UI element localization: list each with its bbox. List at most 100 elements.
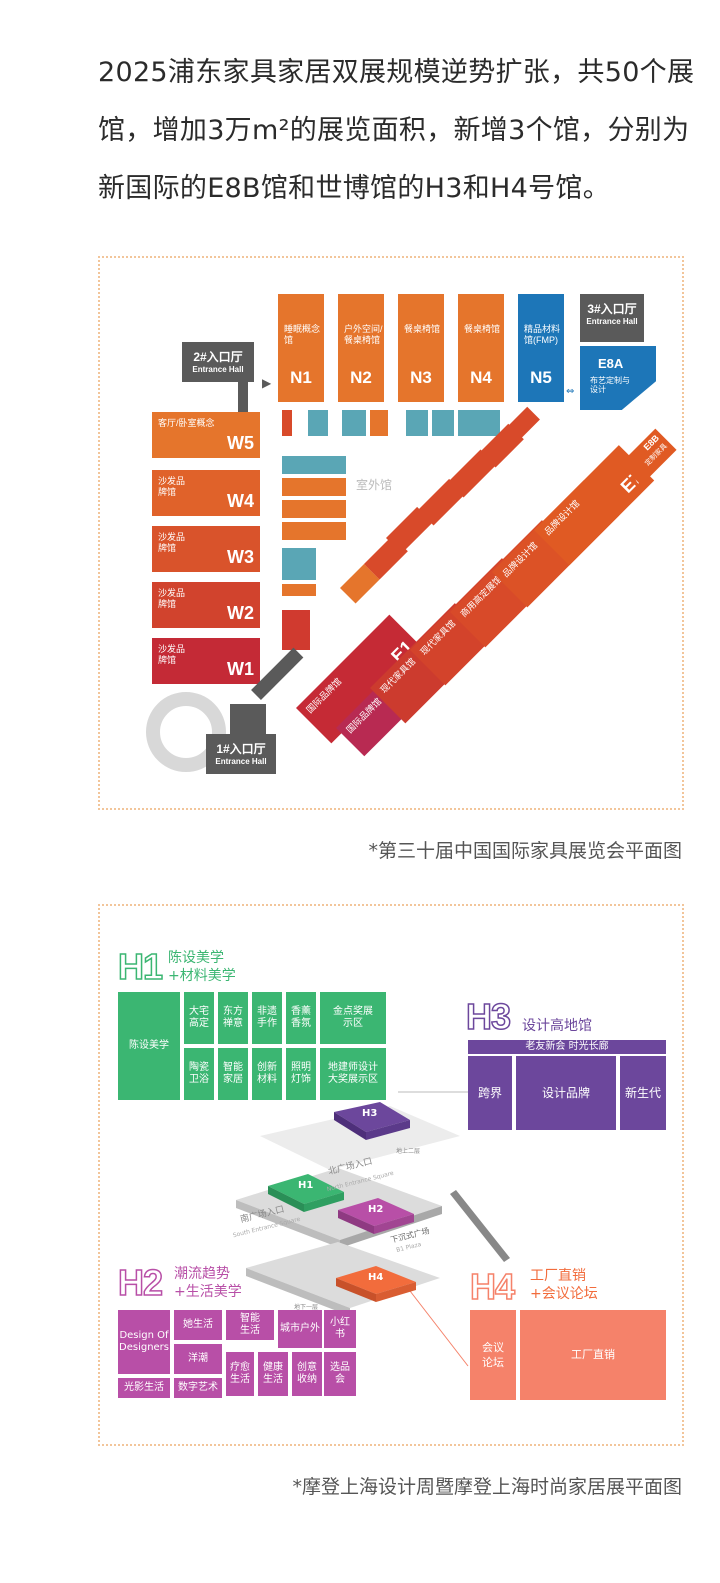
hall-w4[interactable]: 沙发品牌馆 W4 [152, 470, 260, 516]
hall-e1-name: 国际品牌馆 [304, 676, 344, 716]
h1-cell-4[interactable]: 香薰香氛 [286, 992, 316, 1044]
inner-diagonal-stalls [340, 406, 540, 604]
hall-w2[interactable]: 沙发品牌馆 W2 [152, 582, 260, 628]
hall-w3[interactable]: 沙发品牌馆 W3 [152, 526, 260, 572]
h1-cell-8[interactable]: 创新材料 [252, 1048, 282, 1100]
hall-w4-name: 沙发品牌馆 [158, 476, 186, 497]
h4-cell-1[interactable]: 工厂直销 [520, 1310, 666, 1400]
h1-cell-5[interactable]: 金点奖展示区 [320, 992, 386, 1044]
hall-e5-name: 商用高定展馆 [458, 573, 504, 620]
h2-cell-2[interactable]: 智能生活 [226, 1310, 274, 1340]
h3-iso-code: H3 [362, 1108, 378, 1119]
hall-w4-code: W4 [227, 491, 254, 511]
h1-cell-7[interactable]: 智能家居 [218, 1048, 248, 1100]
h1-cell-1[interactable]: 大宅高定 [184, 992, 214, 1044]
entrance-2-connector [238, 382, 248, 412]
entrance-2-en: Entrance Hall [192, 365, 244, 374]
h1-title-1: 陈设美学 [168, 950, 224, 966]
h2-cell-5[interactable]: 洋潮 [174, 1344, 222, 1374]
iso-venue-drawing [236, 1091, 510, 1367]
floor-plan-1-caption: *第三十届中国国际家具展览会平面图 [368, 840, 682, 862]
entrance-2-label: 2#入口厅 [193, 350, 243, 364]
h1-cell-9[interactable]: 照明灯饰 [286, 1048, 316, 1100]
hall-w5-code: W5 [227, 433, 254, 453]
h2-code: H2 [117, 1261, 164, 1304]
h4-iso-box-side2 [376, 1282, 416, 1302]
h3-iso-box-top [334, 1102, 410, 1132]
hall-n1-name: 睡眠概念馆 [284, 324, 321, 345]
h3-cell-1[interactable]: 设计品牌 [516, 1056, 616, 1130]
floor-plan-1-frame: 2#入口厅 Entrance Hall ▶ 睡眠概念馆 N1 户外空间/餐桌椅馆… [98, 256, 684, 810]
hall-n2-code: N2 [350, 368, 372, 387]
h4-leader-line [399, 1277, 469, 1367]
entrance-1-label: 1#入口厅 [216, 742, 266, 756]
hall-n4[interactable]: 餐桌椅馆 N4 [458, 294, 504, 402]
east-halls-group: 国际品牌馆 E1 国际品牌馆 E2 现代家具馆 E3 现代家具馆 E4 商用高定… [100, 258, 686, 812]
h4-iso-box-top [336, 1266, 416, 1294]
h2-cell-8[interactable]: 创意收纳 [292, 1352, 322, 1396]
h1-cell-2[interactable]: 东方禅意 [218, 992, 248, 1044]
inner-booth-strip [282, 410, 514, 436]
hall-e4-name: 现代家具馆 [418, 618, 458, 658]
h4-code: H4 [469, 1265, 516, 1308]
h1-code: H1 [117, 945, 164, 988]
h1-cell-10[interactable]: 地建师设计大奖展示区 [320, 1048, 386, 1100]
h4-cell-0[interactable]: 会议论坛 [470, 1310, 516, 1400]
hall-n1-code: N1 [290, 368, 312, 387]
walkway-bridge [450, 1190, 510, 1262]
h1-iso-box-side2 [304, 1192, 344, 1212]
h2-cell-9[interactable]: 选品会 [324, 1352, 356, 1396]
arrow-left-icon: ⇔ [566, 386, 575, 397]
h2-cell-6[interactable]: 疗愈生活 [226, 1352, 254, 1396]
hall-n5[interactable]: 精品材料馆(FMP) N5 [518, 294, 564, 402]
h3-cell-0[interactable]: 跨界 [468, 1056, 512, 1130]
hall-n3-name: 餐桌椅馆 [404, 324, 441, 334]
hall-n4-code: N4 [470, 368, 492, 387]
hall-w1-code: W1 [227, 659, 254, 679]
hall-w2-code: W2 [227, 603, 254, 623]
h2-iso-box-side2 [374, 1214, 414, 1234]
hall-w2-name: 沙发品牌馆 [158, 588, 186, 609]
floor-b1-label: 地下一层 [294, 1304, 319, 1311]
b1-platform-side [246, 1268, 350, 1316]
h2-title-1: 潮流趋势 [174, 1266, 230, 1282]
h2-grid: Design Of Designers 她生活 智能生活 城市户外 小红书 洋潮… [118, 1310, 356, 1400]
intro-paragraph: 2025浦东家具家居双展规模逆势扩张，共50个展馆，增加3万m²的展览面积，新增… [98, 57, 695, 204]
hall-n1[interactable]: 睡眠概念馆 N1 [278, 294, 324, 402]
h2-cell-11[interactable]: 数字艺术 [174, 1378, 222, 1398]
h2-cell-1[interactable]: 她生活 [174, 1310, 222, 1340]
h3-cell-2[interactable]: 新生代 [620, 1056, 666, 1130]
hall-w1-name: 沙发品牌馆 [158, 644, 186, 665]
h2-cell-10[interactable]: 光影生活 [118, 1378, 170, 1398]
hall-w1[interactable]: 沙发品牌馆 W1 [152, 638, 260, 684]
floor-plan-2-caption: *摩登上海设计周暨摩登上海时尚家居展平面图 [292, 1476, 682, 1498]
h1-cell-0[interactable]: 陈设美学 [118, 992, 180, 1100]
h2-cell-4[interactable]: 小红书 [324, 1310, 356, 1348]
entrance-1: 1#入口厅 Entrance Hall [206, 734, 276, 774]
hall-w5-name: 客厅/卧室概念 [158, 418, 215, 428]
h4-title-1: 工厂直销 [530, 1268, 586, 1284]
hall-n2[interactable]: 户外空间/餐桌椅馆 N2 [338, 294, 384, 402]
hall-w5[interactable]: 客厅/卧室概念 W5 [152, 412, 260, 458]
hall-e8a-name: 布艺定制与设计 [590, 376, 630, 394]
h2-cell-3[interactable]: 城市户外 [278, 1310, 322, 1348]
entrance-1-connector [230, 704, 266, 734]
h3-iso-box-side2 [366, 1120, 410, 1140]
hall-n5-code: N5 [530, 368, 552, 387]
entrance-3-en: Entrance Hall [586, 317, 638, 326]
hall-n3[interactable]: 餐桌椅馆 N3 [398, 294, 444, 402]
h1-cell-3[interactable]: 非遗手作 [252, 992, 282, 1044]
h1-cell-6[interactable]: 陶瓷卫浴 [184, 1048, 214, 1100]
entrance-3-label: 3#入口厅 [587, 302, 637, 316]
ground-platform-side [236, 1200, 340, 1248]
h3-code: H3 [465, 995, 512, 1038]
h1-grid: 陈设美学 大宅高定 东方禅意 非遗手作 香薰香氛 金点奖展示区 陶瓷卫浴 智能家… [118, 992, 386, 1100]
h2-cell-7[interactable]: 健康生活 [258, 1352, 288, 1396]
h1-title-2: +材料美学 [168, 968, 236, 984]
h4-iso-code: H4 [368, 1272, 384, 1283]
h3-banner: 老友新会 时光长廊 [468, 1040, 666, 1054]
inner-booth-column [282, 456, 346, 656]
entrance-2: 2#入口厅 Entrance Hall [182, 342, 254, 382]
h2-cell-0[interactable]: Design Of Designers [118, 1310, 170, 1374]
floor-2-label: 地上二层 [396, 1148, 421, 1155]
